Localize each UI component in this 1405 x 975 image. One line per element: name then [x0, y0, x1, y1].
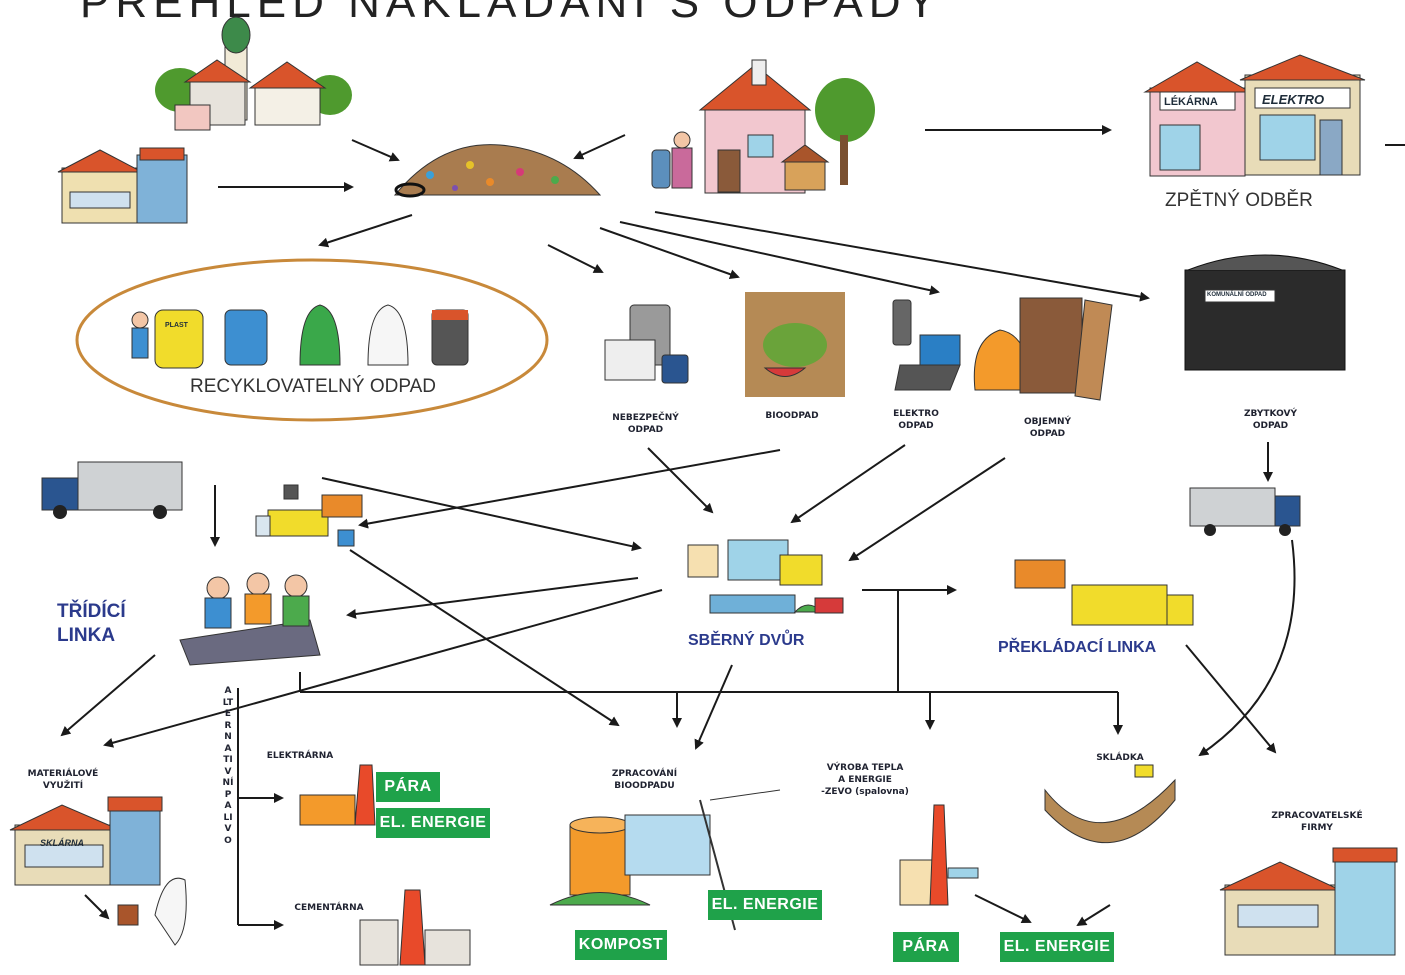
label-alternative-fuel: ALTERNATIVNÍ PALIVO	[222, 686, 234, 846]
sign-plastic: PLAST	[165, 322, 188, 329]
sign-glassworks: SKLÁRNA	[40, 838, 84, 848]
house-illustration	[651, 59, 875, 194]
shops-left-illustration	[57, 147, 188, 224]
label-hazardous-waste: NEBEZPEČNÝ ODPAD	[612, 413, 679, 435]
return-shops-illustration	[1143, 54, 1366, 177]
material-use-illustration	[9, 796, 187, 946]
village-illustration	[155, 16, 352, 131]
power-plant-illustration	[299, 764, 376, 826]
recycling-bins-illustration	[75, 258, 549, 422]
electronics-illustration	[892, 299, 961, 391]
sign-municipal-waste: KOMUNÁLNÍ ODPAD	[1207, 292, 1267, 298]
tag-electric-energy-3: EL. ENERGIE	[1000, 932, 1114, 962]
tag-steam-2: PÁRA	[893, 932, 959, 962]
waste-pile-illustration	[393, 144, 602, 198]
biowaste-plant-illustration	[549, 789, 781, 931]
incinerator-illustration	[899, 804, 979, 906]
tag-electric-energy-2: EL. ENERGIE	[708, 890, 822, 920]
tag-steam-1: PÁRA	[376, 772, 440, 802]
label-cement-plant: CEMENTÁRNA	[294, 903, 364, 913]
sorting-line-illustration	[179, 572, 321, 666]
label-biowaste-processing: ZPRACOVÁNÍ BIOODPADU	[611, 769, 678, 791]
label-landfill: SKLÁDKA	[1096, 753, 1144, 763]
label-electro-waste: ELEKTRO ODPAD	[893, 409, 939, 431]
sign-electro: ELEKTRO	[1262, 92, 1325, 107]
hazardous-waste-illustration	[604, 304, 689, 384]
label-take-back: ZPĚTNÝ ODBĚR	[1165, 190, 1313, 211]
container-illustration	[1184, 254, 1346, 371]
tag-electric-energy-1: EL. ENERGIE	[376, 808, 490, 838]
label-heat-energy-production: VÝROBA TEPLA A ENERGIE -ZEVO (spalovna)	[821, 763, 909, 797]
biowaste-illustration	[745, 292, 845, 397]
truck-left-illustration	[41, 461, 183, 519]
label-material-use: MATERIÁLOVÉ VYUŽITÍ	[27, 769, 99, 791]
small-trucks-illustration	[255, 484, 363, 547]
label-bulky-waste: OBJEMNÝ ODPAD	[1023, 417, 1071, 439]
label-sorting-line: TŘÍDÍCÍ LINKA	[57, 601, 126, 646]
label-recyclable-waste: RECYKLOVATELNÝ ODPAD	[190, 376, 437, 397]
landfill-illustration	[1044, 764, 1176, 843]
truck-right-illustration	[1189, 487, 1301, 536]
tag-compost: KOMPOST	[575, 930, 667, 960]
sign-pharmacy: LÉKÁRNA	[1164, 96, 1218, 108]
bulky-waste-illustration	[973, 297, 1113, 401]
label-biowaste: BIOODPAD	[765, 411, 819, 421]
flow-arrows	[60, 125, 1405, 930]
cement-plant-illustration	[359, 889, 471, 966]
label-power-plant: ELEKTRÁRNA	[266, 751, 334, 761]
label-processing-companies: ZPRACOVATELSKÉ FIRMY	[1271, 811, 1363, 833]
collection-yard-illustration	[687, 539, 844, 614]
label-transfer-line: PŘEKLÁDACÍ LINKA	[998, 639, 1157, 656]
label-residual-waste: ZBYTKOVÝ ODPAD	[1243, 409, 1297, 431]
transfer-trucks-illustration	[1014, 559, 1194, 626]
page-title-partial: PŘEHLED NAKLÁDÁNÍ S ODPADY	[80, 0, 942, 27]
processing-companies-illustration	[1219, 847, 1398, 956]
label-collection-yard: SBĚRNÝ DVŮR	[688, 632, 805, 649]
